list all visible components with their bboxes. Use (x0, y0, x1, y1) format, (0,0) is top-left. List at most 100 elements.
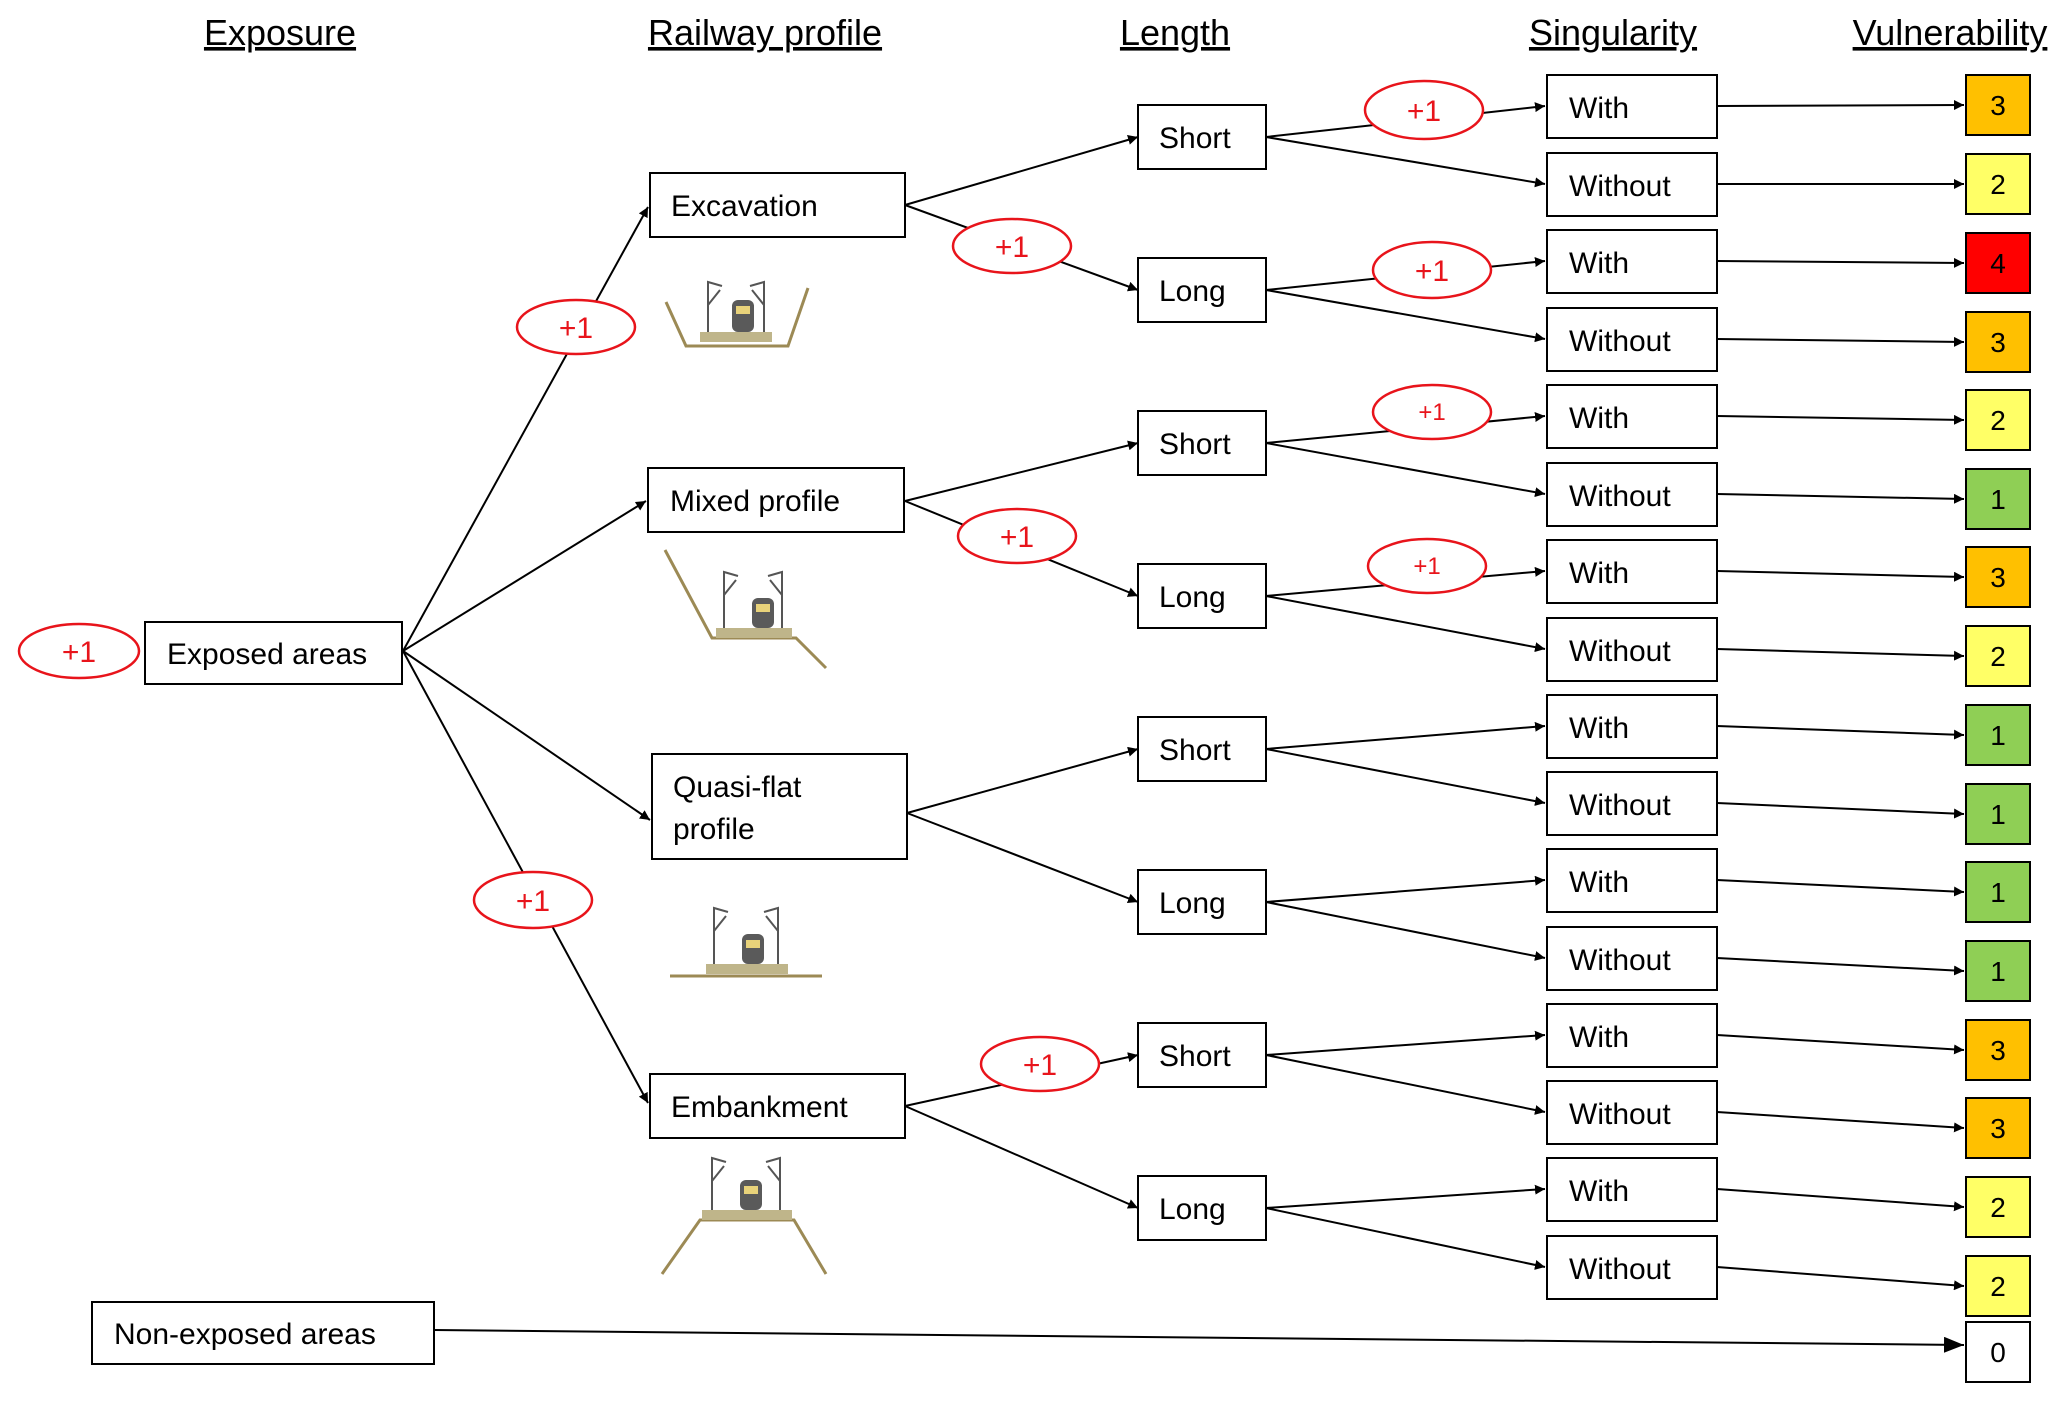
edge-embankment-to-length-long (904, 1105, 1139, 1209)
edge-length-to-singularity-3 (1265, 289, 1546, 343)
length-label: Long (1159, 887, 1226, 920)
profile-bonus-excavation-label: +1 (559, 312, 593, 345)
edge-length-to-singularity-11 (1265, 901, 1546, 961)
vulnerability-score-box: 1 (1965, 468, 2031, 530)
vulnerability-score-box: 3 (1965, 1019, 2031, 1081)
edge-quasiflat-to-length-long (906, 812, 1139, 904)
vulnerability-score-box-value: 1 (1990, 720, 2006, 751)
vulnerability-score-box-value: 3 (1990, 562, 2006, 593)
edge-singularity-to-score-4 (1716, 414, 1965, 425)
edge-exposed-to-mixed (402, 500, 647, 652)
singularity-node-without: Without (1546, 462, 1718, 527)
vulnerability-score-box-value: 2 (1990, 1192, 2006, 1223)
singularity-node-with: With (1546, 539, 1718, 604)
edge-length-to-singularity-5 (1265, 442, 1546, 498)
vulnerability-score-box: 2 (1965, 625, 2031, 687)
length-label: Short (1159, 1040, 1231, 1073)
edge-length-to-singularity-10 (1265, 875, 1546, 903)
edge-singularity-to-score-9 (1716, 802, 1965, 819)
edge-length-to-singularity-9 (1265, 748, 1546, 807)
length-node-quasiflat-short: Short (1137, 716, 1267, 782)
vulnerability-score-box-value: 2 (1990, 1271, 2006, 1302)
edge-exposed-to-excavation (402, 206, 649, 652)
length-node-mixed-short: Short (1137, 410, 1267, 476)
singularity-label: With (1569, 402, 1629, 435)
vulnerability-score-box: 1 (1965, 783, 2031, 845)
header-vulnerability: Vulnerability (1853, 12, 2048, 53)
length-node-embankment-long: Long (1137, 1175, 1267, 1241)
singularity-bonus-3-label: +1 (1413, 553, 1440, 580)
exposed-areas-bonus: +1 (17, 622, 141, 680)
embankment-profile-icon (660, 1156, 828, 1275)
vulnerability-score-box-value: 3 (1990, 90, 2006, 121)
singularity-node-without: Without (1546, 152, 1718, 217)
singularity-label: Without (1569, 789, 1671, 822)
edge-singularity-to-score-3 (1716, 336, 1965, 347)
singularity-node-layer: WithWithoutWithWithoutWithWithoutWithWit… (1546, 74, 1718, 1300)
edge-length-to-singularity-14 (1265, 1184, 1546, 1209)
edge-singularity-to-score-6 (1716, 570, 1965, 582)
length-bonus-1: +1 (951, 217, 1073, 275)
length-node-layer: ShortLongShortLongShortLongShortLong+1+1… (951, 79, 1493, 1241)
edge-singularity-to-score-14 (1716, 1188, 1965, 1212)
edge-singularity-to-score-7 (1716, 648, 1965, 661)
exposed-areas-node: Exposed areas (144, 621, 403, 685)
edge-length-to-singularity-7 (1265, 595, 1546, 653)
vulnerability-score-box: 4 (1965, 232, 2031, 294)
length-bonus-3: +1 (956, 507, 1078, 565)
edge-singularity-to-score-2 (1716, 257, 1965, 268)
singularity-label: With (1569, 866, 1629, 899)
singularity-node-without: Without (1546, 771, 1718, 836)
header-railway-profile: Railway profile (648, 12, 882, 53)
excavation-profile-icon (664, 280, 810, 348)
vulnerability-score-box-value: 2 (1990, 405, 2006, 436)
vulnerability-score-box: 3 (1965, 74, 2031, 136)
singularity-label: Without (1569, 325, 1671, 358)
singularity-bonus-0-label: +1 (1407, 95, 1441, 128)
length-bonus-1-label: +1 (995, 231, 1029, 264)
vulnerability-score-box: 2 (1965, 1255, 2031, 1317)
non-exposed-areas-label: Non-exposed areas (114, 1318, 376, 1351)
length-label: Long (1159, 275, 1226, 308)
singularity-label: Without (1569, 635, 1671, 668)
profile-label-excavation: Excavation (671, 190, 818, 223)
vulnerability-score-box-value: 1 (1990, 877, 2006, 908)
length-node-excavation-short: Short (1137, 104, 1267, 170)
length-bonus-3-label: +1 (1000, 521, 1034, 554)
edge-length-to-singularity-8 (1265, 721, 1546, 750)
profile-bonus-embankment: +1 (472, 870, 594, 930)
exposed-areas-bonus-label: +1 (62, 636, 96, 669)
edge-singularity-to-score-5 (1716, 493, 1965, 504)
singularity-label: Without (1569, 944, 1671, 977)
profile-node-excavation: Excavation (649, 172, 906, 238)
singularity-bonus-2: +1 (1371, 383, 1493, 441)
vulnerability-score-box-value: 2 (1990, 169, 2006, 200)
edge-singularity-to-score-15 (1716, 1266, 1965, 1291)
singularity-node-with: With (1546, 848, 1718, 913)
vulnerability-score-box-value: 3 (1990, 1113, 2006, 1144)
singularity-label: With (1569, 1175, 1629, 1208)
edge-singularity-to-score-11 (1716, 957, 1965, 976)
length-bonus-6-label: +1 (1023, 1049, 1057, 1082)
singularity-label: With (1569, 712, 1629, 745)
quasiflat-profile-icon (670, 906, 822, 978)
singularity-node-without: Without (1546, 307, 1718, 372)
vulnerability-score-box-value: 3 (1990, 327, 2006, 358)
singularity-label: Without (1569, 1253, 1671, 1286)
edge-length-to-singularity-15 (1265, 1207, 1546, 1270)
singularity-label: With (1569, 557, 1629, 590)
edge-length-to-singularity-12 (1265, 1030, 1546, 1056)
non-exposed-areas-node: Non-exposed areas (91, 1301, 435, 1365)
singularity-label: With (1569, 247, 1629, 280)
vulnerability-score-box-value: 3 (1990, 1035, 2006, 1066)
singularity-node-with: With (1546, 384, 1718, 449)
profile-label-quasiflat-line2: profile (673, 813, 755, 846)
vulnerability-score-box: 1 (1965, 704, 2031, 766)
edge-singularity-to-score-10 (1716, 879, 1965, 897)
singularity-node-with: With (1546, 229, 1718, 294)
singularity-bonus-1: +1 (1371, 240, 1493, 300)
edge-singularity-to-score-12 (1716, 1034, 1965, 1055)
edge-mixed-to-length-short (904, 440, 1139, 502)
